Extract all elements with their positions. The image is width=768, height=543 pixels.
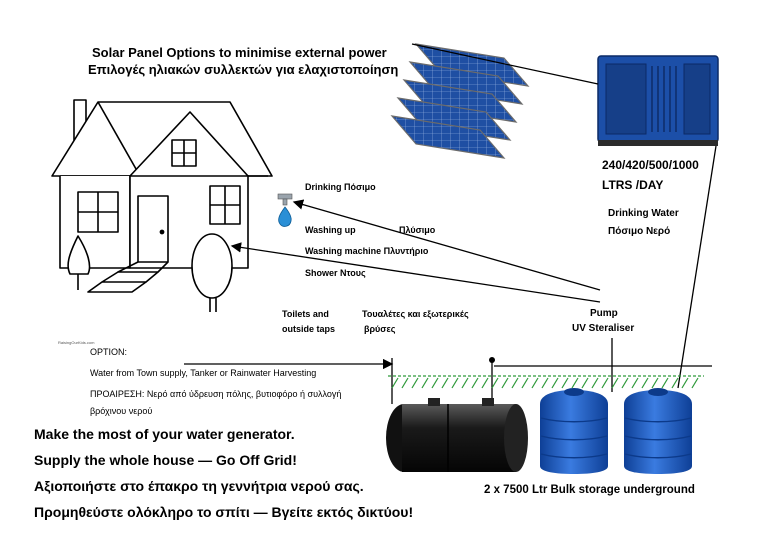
blue-tank-1 xyxy=(540,388,608,474)
drinking-water-el: Πόσιμο Νερό xyxy=(608,226,671,237)
pump-label: Pump xyxy=(590,308,618,319)
use-toilets-el-1: Τουαλέτες και εξωτερικές xyxy=(362,309,469,319)
drinking-water-en: Drinking Water xyxy=(608,208,679,219)
house-sketch xyxy=(51,99,273,312)
uv-steraliser-label: UV Steraliser xyxy=(572,323,635,334)
watermark: RaisingOurKids.com xyxy=(58,340,95,345)
use-toilets-en-2: outside taps xyxy=(282,324,336,334)
ground-grass xyxy=(388,375,704,389)
capacity-line1: 240/420/500/1000 xyxy=(602,158,699,172)
capacity-line2: LTRS /DAY xyxy=(602,178,664,192)
blue-tank-2 xyxy=(624,388,692,474)
slogan-line1: Make the most of your water generator. xyxy=(34,426,295,442)
water-generator xyxy=(597,55,719,146)
use-shower: Shower Ντους xyxy=(305,268,366,278)
use-washing-machine: Washing machine Πλυντήριο xyxy=(305,246,429,256)
connection-lines xyxy=(184,43,717,408)
option-el-1: ΠΡΟΑΙΡΕΣΗ: Νερό από ύδρευση πόλης, βυτιο… xyxy=(90,389,342,399)
solar-to-generator-line xyxy=(411,43,599,85)
slogan-line2: Supply the whole house — Go Off Grid! xyxy=(34,452,297,468)
use-washing-up-en: Washing up xyxy=(305,225,356,235)
water-tap-icon xyxy=(277,193,293,227)
pump-to-tap-arrow xyxy=(292,199,601,291)
title-el: Επιλογές ηλιακών συλλεκτών για ελαχιστοπ… xyxy=(88,62,399,77)
black-storage-tank xyxy=(386,398,528,472)
option-el-2: βρόχινου νερού xyxy=(90,406,153,416)
slogan-line4: Προμηθεύστε ολόκληρο το σπίτι — Βγείτε ε… xyxy=(34,504,414,520)
option-heading: OPTION: xyxy=(90,347,128,357)
option-en: Water from Town supply, Tanker or Rainwa… xyxy=(90,368,317,378)
slogan-line3: Αξιοποιήστε στο έπακρο τη γεννήτρια νερο… xyxy=(34,478,364,494)
storage-caption: 2 x 7500 Ltr Bulk storage underground xyxy=(484,484,695,496)
use-drinking: Drinking Πόσιμο xyxy=(305,182,376,192)
use-toilets-en-1: Toilets and xyxy=(282,309,329,319)
generator-to-tank-line xyxy=(677,145,717,389)
use-washing-up-el: Πλύσιμο xyxy=(399,225,436,235)
supply-to-house-arrow xyxy=(230,242,601,303)
solar-panels xyxy=(390,43,530,159)
title-en: Solar Panel Options to minimise external… xyxy=(92,45,387,60)
use-toilets-el-2: βρύσες xyxy=(364,324,396,334)
